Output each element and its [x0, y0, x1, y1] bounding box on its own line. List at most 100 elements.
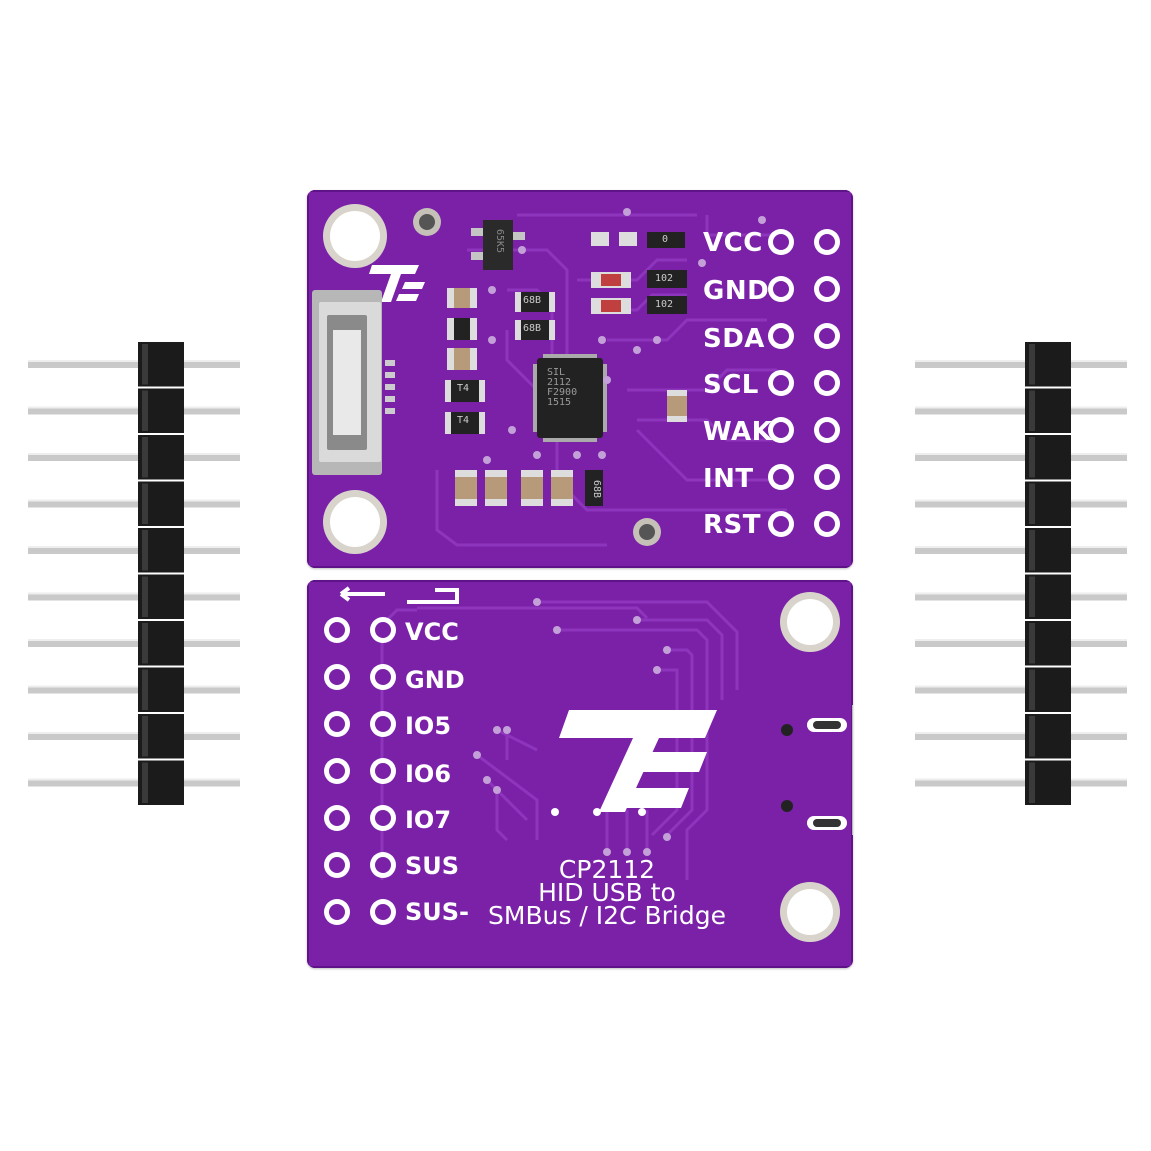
pin-label-vcc: VCC	[703, 228, 763, 258]
pin-hole	[329, 810, 345, 826]
te-logo-large	[551, 710, 717, 816]
pin-hole	[329, 763, 345, 779]
pin-hole	[329, 716, 345, 732]
pin-hole	[773, 422, 789, 438]
header-pin-highlight	[28, 685, 240, 688]
pin-label-int: INT	[703, 464, 754, 494]
pin-hole	[375, 763, 391, 779]
header-plastic-edge	[142, 390, 148, 431]
pin-hole	[819, 469, 835, 485]
pin-label-sus: SUS	[405, 852, 460, 880]
micro-usb-port	[312, 290, 395, 475]
header-pin	[915, 685, 1127, 694]
header-plastic-edge	[1029, 344, 1035, 385]
header-pin-highlight	[915, 685, 1127, 688]
resistor-code: 102	[655, 273, 674, 284]
pin-hole	[375, 669, 391, 685]
pin-label-gnd: GND	[405, 666, 465, 694]
header-pin	[28, 453, 240, 461]
header-pin	[28, 592, 240, 601]
header-pin-highlight	[915, 453, 1127, 455]
header-pin-highlight	[915, 546, 1127, 548]
header-plastic-edge	[1029, 530, 1035, 571]
header-plastic-edge	[142, 344, 148, 385]
micro-usb-side	[781, 705, 853, 835]
header-pin-highlight	[28, 406, 240, 409]
header-pin-highlight	[28, 639, 240, 641]
header-pin-highlight	[915, 499, 1127, 502]
header-plastic-edge	[142, 716, 148, 757]
caption-line-part: CP2112	[558, 855, 656, 884]
pin-hole	[773, 516, 789, 532]
pin-hole	[819, 328, 835, 344]
chip-marking: SIL 2112 F2900 1515	[547, 368, 577, 408]
pin-label-vcc: VCC	[405, 618, 459, 646]
header-pin	[28, 778, 240, 787]
left-pin-header	[28, 340, 240, 810]
header-pin	[915, 732, 1127, 740]
header-pin	[915, 360, 1127, 368]
header-pin	[28, 732, 240, 740]
pin-hole	[819, 516, 835, 532]
header-pin	[28, 406, 240, 415]
header-pin-highlight	[28, 592, 240, 595]
header-plastic-edge	[1029, 716, 1035, 757]
header-pin-highlight	[28, 360, 240, 362]
header-pin	[915, 639, 1127, 647]
pin-label-io5: IO5	[405, 712, 452, 740]
caption-line-bridge: SMBus / I2C Bridge	[488, 901, 726, 930]
pin-hole	[773, 234, 789, 250]
header-plastic-edge	[1029, 669, 1035, 710]
header-plastic-edge	[142, 483, 148, 524]
header-pin	[28, 499, 240, 508]
header-plastic-edge	[1029, 623, 1035, 664]
header-plastic-edge	[142, 623, 148, 664]
header-pin-highlight	[28, 732, 240, 734]
pin-label-sda: SDA	[703, 324, 765, 354]
direction-arrow	[339, 586, 459, 604]
pin-label-io7: IO7	[405, 806, 452, 834]
transistor	[471, 220, 525, 270]
header-pin	[28, 360, 240, 368]
pin-hole	[773, 375, 789, 391]
pin-hole	[819, 375, 835, 391]
pin-label-io6: IO6	[405, 760, 452, 788]
transistor-code: 65K5	[494, 228, 506, 254]
pin-hole	[375, 716, 391, 732]
diode-code: T4	[457, 415, 470, 426]
chip-marking-line: F2900	[547, 387, 578, 398]
pin-hole	[773, 469, 789, 485]
header-plastic-edge	[142, 437, 148, 478]
pin-hole	[375, 810, 391, 826]
pin-hole	[773, 328, 789, 344]
cp2112-board-bottom-side: VCC GND IO5 IO6 IO7 SUS SUS- CP2112 HID …	[307, 580, 853, 968]
diode-code: T4	[457, 383, 470, 394]
header-plastic-edge	[1029, 762, 1035, 803]
header-plastic-edge	[142, 576, 148, 617]
resistor-code: 102	[655, 299, 674, 310]
pin-label-rst: RST	[703, 510, 761, 540]
header-pin	[915, 499, 1127, 508]
pin-hole	[819, 422, 835, 438]
cap-code: 68B	[591, 479, 603, 499]
pin-hole	[329, 669, 345, 685]
header-pin	[28, 685, 240, 694]
header-plastic-edge	[1029, 390, 1035, 431]
pin-hole	[375, 904, 391, 920]
header-plastic-edge	[142, 530, 148, 571]
pin-hole	[329, 904, 345, 920]
pin-label-sus-inverted: SUS-	[405, 898, 470, 926]
header-pin	[915, 453, 1127, 461]
te-logo	[369, 265, 425, 310]
pin-label-gnd: GND	[703, 276, 770, 306]
header-pin-highlight	[915, 778, 1127, 781]
header-pin	[28, 546, 240, 554]
top-board-pcb	[307, 190, 853, 568]
small-component-code: 0	[662, 234, 669, 245]
right-pin-header	[915, 340, 1127, 810]
header-pin-highlight	[28, 499, 240, 502]
board-caption: CP2112 HID USB to SMBus / I2C Bridge	[457, 855, 757, 930]
pin-label-scl: SCL	[703, 370, 759, 400]
header-pin-highlight	[28, 778, 240, 781]
header-pin-highlight	[915, 406, 1127, 409]
